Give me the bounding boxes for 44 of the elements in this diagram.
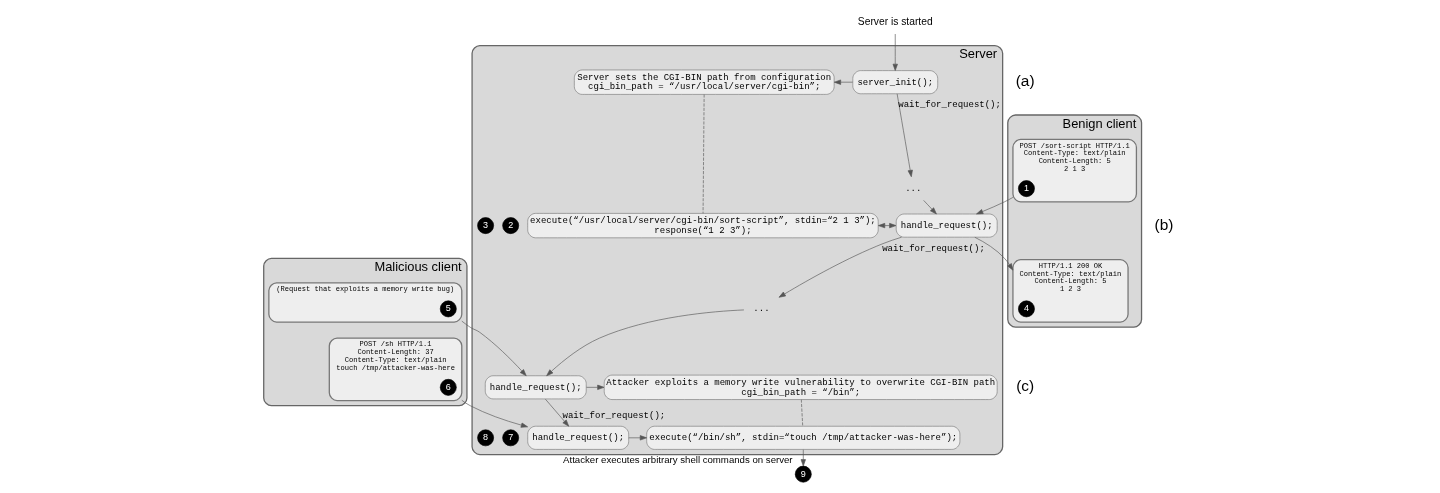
node-text: ... bbox=[753, 304, 770, 315]
node-box: handle_request(); bbox=[484, 375, 587, 400]
arrow bbox=[976, 197, 1014, 215]
arrow bbox=[896, 93, 913, 178]
node-box: execute(“/usr/local/server/cgi-bin/sort-script”, stdin=“2 1 3”); response(“1 2 3”); bbox=[527, 213, 879, 239]
arrow bbox=[878, 223, 897, 229]
node-box: Attacker exploits a memory write vulnerability to overwrite CGI-BIN path cgi_bin_path = “/bin”; bbox=[603, 374, 998, 400]
connector bbox=[702, 94, 705, 214]
node-label: Attacker executes arbitrary shell commands on server bbox=[563, 453, 793, 465]
node-box: Server sets the CGI-BIN path from configuration cgi_bin_path = “/usr/local/server/cgi-bin”; bbox=[574, 69, 835, 95]
arrow bbox=[545, 398, 570, 427]
arrow bbox=[974, 236, 1014, 271]
connector bbox=[801, 399, 804, 427]
edge-label: wait_for_request(); bbox=[898, 100, 1001, 111]
node-circle: 8 bbox=[477, 429, 494, 447]
label: (a) bbox=[1015, 72, 1035, 90]
arrow bbox=[778, 236, 902, 298]
arrow bbox=[461, 320, 527, 377]
arrow bbox=[923, 200, 937, 215]
node-box: handle_request(); bbox=[895, 213, 998, 238]
node-text: ... bbox=[905, 184, 922, 194]
node-circle: 3 bbox=[477, 217, 494, 234]
node-circle: 4 bbox=[1018, 300, 1035, 318]
node-circle: 6 bbox=[439, 379, 457, 396]
node-circle: 9 bbox=[794, 465, 812, 483]
arrow bbox=[892, 33, 898, 71]
arrow bbox=[800, 449, 806, 467]
edge-label: wait_for_request(); bbox=[562, 411, 666, 422]
edge-label: wait_for_request(); bbox=[882, 243, 985, 254]
node-circle: 7 bbox=[502, 429, 520, 447]
arrow bbox=[461, 399, 528, 428]
node-circle: 2 bbox=[502, 217, 520, 234]
node-box: execute(“/bin/sh”, stdin=“touch /tmp/attacker-was-here”); bbox=[646, 425, 961, 450]
label: (c) bbox=[1016, 377, 1035, 395]
arrow bbox=[586, 384, 605, 390]
arrow bbox=[833, 79, 853, 85]
node-box: handle_request(); bbox=[527, 425, 629, 450]
arrow bbox=[628, 435, 647, 441]
node-box: server_init(); bbox=[852, 70, 938, 95]
node-circle: 1 bbox=[1018, 180, 1035, 197]
label: (b) bbox=[1154, 215, 1174, 233]
node-text: Server is started bbox=[857, 15, 933, 27]
node-circle: 5 bbox=[439, 300, 457, 318]
arrow bbox=[546, 309, 745, 377]
